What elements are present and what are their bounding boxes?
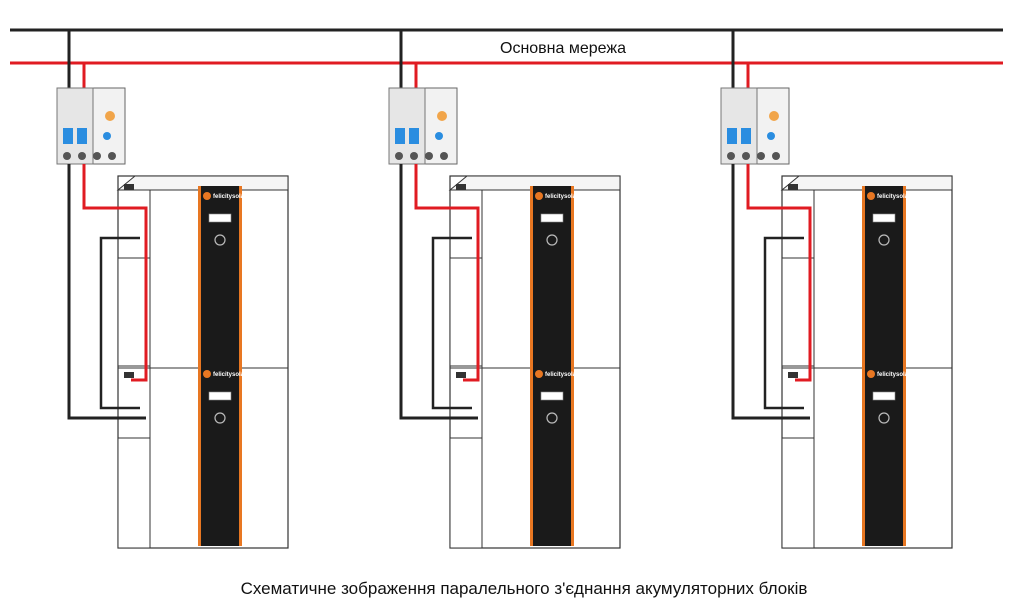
brand-logo-text: felicitysolar [545,372,579,378]
live-feed-wire [414,164,480,382]
panel-accent-left [862,186,865,546]
breaker-terminal [727,152,735,160]
breaker-toggle-2 [741,128,751,144]
display-icon [208,391,232,401]
breaker-terminal [395,152,403,160]
neutral-feed-wire [399,164,478,420]
display-icon [872,213,896,223]
breaker-pole [720,87,758,165]
breaker-toggle-1 [63,128,73,144]
power-button-icon [546,234,558,246]
display-icon [540,391,564,401]
brand-logo-text: felicitysolar [877,372,911,378]
brand-logo-icon [867,192,875,200]
power-button-icon [878,234,890,246]
battery-units: felicitysolarfelicitysolarfelicitysolarf… [56,30,953,549]
live-feed-wire [82,164,148,382]
breaker-test-button [767,132,775,140]
cable-gland [456,372,466,378]
breaker-terminal [63,152,71,160]
power-button-icon [214,412,226,424]
breaker-terminal [440,152,448,160]
panel-accent-left [530,186,533,546]
breaker-terminal [78,152,86,160]
power-button-icon [546,412,558,424]
cable-gland [124,184,134,190]
parallel-link-wire [431,236,472,410]
brand-logo-icon [535,192,543,200]
front-panel [198,186,242,546]
cable-gland [124,372,134,378]
brand-logo-icon [535,370,543,378]
breaker-indicator [769,111,779,121]
breaker-test-button [435,132,443,140]
parallel-link-wire [99,236,140,410]
side-module-lower [117,437,151,549]
brand-logo-icon [203,370,211,378]
brand-logo-text: felicitysolar [213,194,247,200]
brand-logo-text: felicitysolar [213,372,247,378]
breaker-terminal [772,152,780,160]
side-module-lower [781,437,815,549]
cable-gland [788,372,798,378]
breaker-terminal [757,152,765,160]
unit-1-assembly: felicitysolar felicitysolar [56,30,289,549]
panel-accent-left [198,186,201,546]
breaker-terminal [93,152,101,160]
neutral-feed-wire [731,164,810,420]
display-icon [540,213,564,223]
breaker-indicator [437,111,447,121]
panel-accent-right [239,186,242,546]
cable-gland [456,184,466,190]
brand-logo-icon [203,192,211,200]
diagram-caption: Схематичне зображення паралельного з'єдн… [241,579,808,598]
neutral-feed-wire [67,164,146,420]
brand-logo-text: felicitysolar [877,194,911,200]
brand-logo-text: felicitysolar [545,194,579,200]
breaker-test-button [103,132,111,140]
power-button-icon [214,234,226,246]
breaker-pole [388,87,426,165]
live-feed-wire [746,164,812,382]
side-module-lower [449,437,483,549]
parallel-link-wire [763,236,804,410]
grid-label: Основна мережа [500,40,626,57]
breaker-toggle-2 [77,128,87,144]
cable-gland [788,184,798,190]
display-icon [208,213,232,223]
front-panel [530,186,574,546]
unit-3-assembly: felicitysolar felicitysolar [720,30,953,549]
breaker-terminal [410,152,418,160]
panel-accent-right [903,186,906,546]
breaker-toggle-1 [727,128,737,144]
display-icon [872,391,896,401]
panel-accent-right [571,186,574,546]
breaker-terminal [108,152,116,160]
brand-logo-icon [867,370,875,378]
front-panel [862,186,906,546]
breaker-toggle-2 [409,128,419,144]
breaker-pole [56,87,94,165]
breaker-terminal [742,152,750,160]
breaker-terminal [425,152,433,160]
power-button-icon [878,412,890,424]
unit-2-assembly: felicitysolar felicitysolar [388,30,621,549]
breaker-toggle-1 [395,128,405,144]
breaker-indicator [105,111,115,121]
